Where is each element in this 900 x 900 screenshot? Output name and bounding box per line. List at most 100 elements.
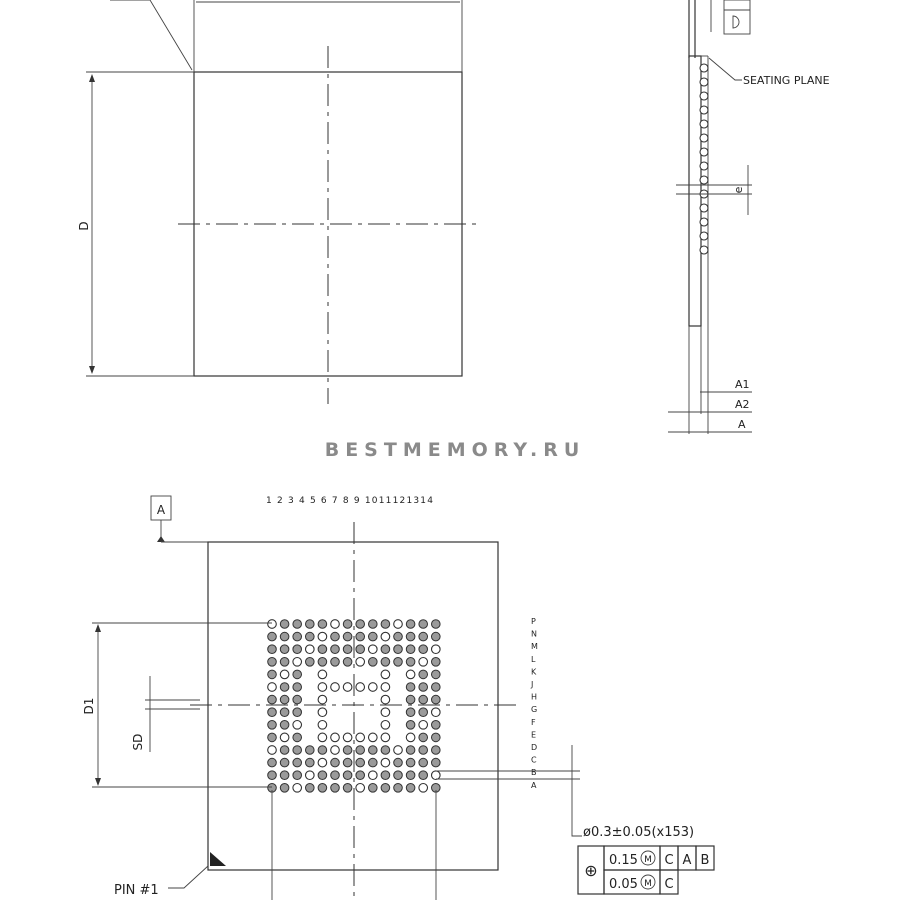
solder-ball [317,719,328,730]
solder-ball [380,644,391,655]
solder-ball [279,732,290,743]
solder-ball [330,619,340,629]
column-numbers: 1 2 3 4 5 6 7 8 9 1011121314 [266,496,434,506]
solder-ball [267,669,277,680]
solder-ball [405,657,416,667]
row-letter: N [531,630,537,639]
side-solder-ball [699,231,709,241]
solder-ball [330,644,340,655]
solder-ball [279,619,290,629]
solder-ball [405,757,416,768]
solder-ball [267,757,277,768]
solder-ball [342,745,353,755]
solder-ball [380,770,391,781]
solder-ball [431,694,441,705]
solder-ball [267,770,277,781]
solder-ball [342,732,353,743]
solder-ball [431,657,441,667]
solder-ball [317,619,328,629]
solder-ball [418,631,429,642]
solder-ball [393,757,403,768]
package-outline-bottom [207,541,499,871]
solder-ball [330,745,340,755]
solder-ball [342,619,353,629]
solder-ball [431,732,441,743]
solder-ball [380,669,391,680]
solder-ball [292,644,303,655]
tol-row1-datum1: C [664,853,673,868]
solder-ball [317,707,328,718]
pin1-label: PIN #1 [114,883,159,898]
solder-ball [405,669,416,680]
solder-ball [355,644,366,655]
side-ball-column [699,63,709,255]
tolerance-frame: ⊕ 0.15 M C A B 0.05 M C [577,845,715,895]
solder-ball [279,783,290,793]
solder-ball [380,682,391,692]
solder-ball [355,782,366,793]
solder-ball [380,694,391,705]
solder-ball [292,719,303,730]
solder-ball [418,694,429,705]
solder-ball [342,644,353,655]
side-solder-ball [699,119,709,129]
row-letter: J [530,680,533,689]
solder-ball [418,719,429,730]
side-solder-ball [699,133,709,143]
solder-ball [292,669,303,680]
row-letter: H [531,693,537,702]
solder-ball [317,631,328,642]
solder-ball [368,619,378,629]
tol-row1-mod: M [644,855,652,865]
row-letter: C [531,756,537,765]
solder-ball [393,745,403,755]
solder-ball [393,770,403,781]
solder-ball [431,757,441,768]
side-solder-ball [699,77,709,87]
row-letter: A [531,781,537,790]
row-letter: L [531,655,536,664]
side-solder-ball [699,245,709,255]
tol-row2-datum1: C [664,877,673,892]
solder-ball [355,631,366,642]
solder-ball [405,682,416,692]
solder-ball [405,694,416,705]
solder-ball [304,644,315,655]
position-tolerance-icon: ⊕ [584,861,597,880]
solder-ball [380,707,391,718]
solder-ball [305,657,315,667]
solder-ball [317,694,328,705]
solder-ball [330,757,340,768]
d1-label: D1 [82,698,96,715]
solder-ball [418,732,429,743]
tol-row1-datum3-cell [695,845,715,871]
solder-ball [405,720,416,730]
solder-ball [431,669,441,680]
side-solder-ball [699,217,709,227]
solder-ball [330,770,340,781]
side-solder-ball [699,63,709,73]
solder-ball [267,694,277,705]
tol-row1-value: 0.15 [609,853,638,868]
solder-ball [267,631,277,642]
solder-ball [279,720,290,730]
seating-plane-label: SEATING PLANE [743,74,830,87]
solder-ball [279,757,290,768]
solder-ball [418,757,429,768]
solder-ball [380,619,391,629]
solder-ball [267,720,277,730]
solder-ball [292,732,303,743]
solder-ball [342,770,353,781]
tol-row1-datum2: A [683,853,692,868]
tol-row2-datum1-cell [659,869,679,895]
solder-ball [405,732,416,743]
solder-ball [431,619,441,629]
solder-ball [405,707,416,718]
solder-ball [305,619,315,629]
solder-ball [368,631,378,642]
tol-row2-mod: M [644,879,652,889]
solder-ball [367,732,378,743]
side-solder-ball [699,105,709,115]
